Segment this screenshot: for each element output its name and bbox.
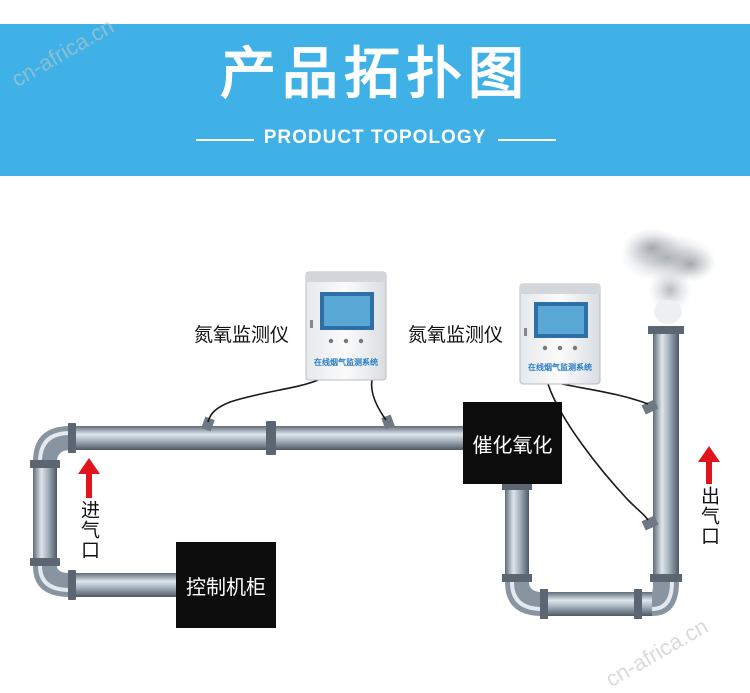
analyzer-cabinet-left bbox=[305, 271, 387, 381]
outlet-arrow-icon bbox=[698, 446, 720, 484]
inlet-pipe bbox=[30, 414, 465, 600]
analyzer-cabinet-right bbox=[519, 283, 601, 385]
monitor-label-left: 氮氧监测仪 bbox=[194, 324, 290, 346]
subtitle-divider-right bbox=[498, 139, 556, 141]
page-title: 产品拓扑图 bbox=[220, 42, 530, 107]
inlet-arrow-icon bbox=[78, 458, 100, 498]
outlet-pipe bbox=[502, 326, 684, 619]
subtitle-divider-left bbox=[196, 139, 254, 141]
inlet-label: 进气口 bbox=[78, 500, 100, 560]
header-banner bbox=[0, 24, 750, 176]
monitor-label-right: 氮氧监测仪 bbox=[408, 324, 504, 346]
page-subtitle: PRODUCT TOPOLOGY bbox=[263, 127, 487, 148]
cabinet-label-left: 在线烟气监测系统 bbox=[314, 358, 378, 367]
cabinet-label-right: 在线烟气监测系统 bbox=[528, 363, 592, 372]
smoke-plume bbox=[620, 228, 716, 324]
catalytic-oxidation-unit: 催化氧化 bbox=[463, 402, 562, 484]
signal-cables bbox=[207, 379, 649, 521]
outlet-label: 出气口 bbox=[698, 486, 720, 546]
control-cabinet: 控制机柜 bbox=[176, 542, 276, 628]
